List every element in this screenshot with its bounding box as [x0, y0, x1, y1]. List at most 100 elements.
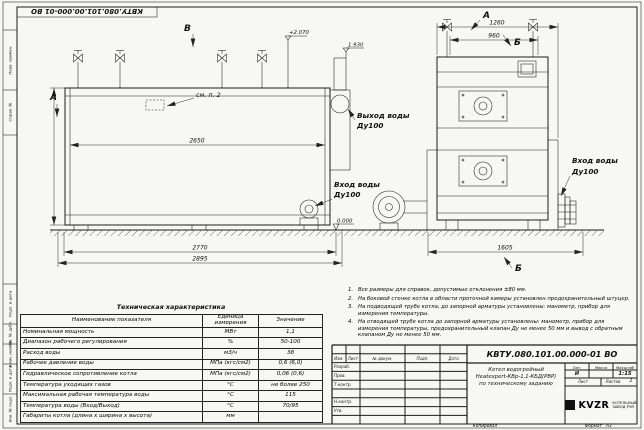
col-header-podp: Подп.: [416, 356, 429, 361]
note-number: 2.: [348, 295, 354, 302]
lit-label: Лит.: [572, 364, 582, 370]
note-item: 4. На отводящей трубе котла до запорной а…: [348, 319, 636, 339]
strip-label: Инв. № дубл.: [8, 321, 13, 348]
safety-fitting-region: [145, 99, 165, 111]
elevation-marks: [284, 35, 364, 231]
row-label-nkontr: Н.контр.: [334, 399, 353, 405]
burner-flange: [372, 190, 406, 231]
strip-label: Подп. и дата: [8, 365, 13, 392]
water-inlet-dn: Ду100: [333, 190, 361, 199]
water-inlet2-label: Вход воды: [572, 156, 618, 165]
product-line1: Котел водогрейный: [488, 367, 544, 373]
spec-header: Единица измерения: [202, 314, 259, 328]
control-box: [517, 60, 537, 78]
note-text: Все размеры для справок, допустимые откл…: [358, 287, 527, 293]
view-marker-b-right-top: Б: [514, 38, 521, 48]
masshtab-value: 1:15: [618, 370, 632, 377]
dimensions-side-view: [50, 87, 343, 267]
lit-value: И: [574, 370, 580, 377]
col-header-list: Лист: [347, 356, 359, 361]
notes-block: 1.Все размеры для справок, допустимые от…: [348, 287, 636, 341]
valve-icon: [73, 50, 83, 89]
note-number: 3.: [348, 304, 354, 310]
stamp-doc-number: КВТУ.080.101.00.000-01 ВО: [31, 7, 143, 15]
spec-header: Наименование показателя: [20, 314, 203, 328]
dimensions-rear-view: [427, 23, 584, 256]
left-strip-labels: Перв. примен. Справ. № Подп. и дата Инв.…: [8, 45, 13, 422]
note-item: 2. На боковой стенке котла в области прот…: [348, 296, 636, 303]
spec-header: Значение: [258, 314, 323, 328]
elevation-zero: 0.000: [337, 219, 353, 225]
elevation-top: +2.070: [289, 30, 310, 36]
dim-2770: 2770: [192, 245, 207, 252]
note-text: На боковой стенке котла в области проточ…: [358, 295, 630, 302]
spec-row: Диапазон рабочего регулирования%50-100: [20, 337, 323, 349]
strip-label: Перв. примен.: [8, 45, 13, 74]
col-header-data: Дата: [448, 356, 459, 361]
strip-label: Инв. № подл.: [8, 396, 13, 423]
kopiroval-label: Копировал: [472, 424, 498, 430]
elevation-mid: 1.930: [348, 43, 364, 49]
valve-icon: [528, 19, 538, 58]
strip-label: Подп. и дата: [8, 290, 13, 317]
product-line3: по техническому заданию: [479, 381, 553, 388]
water-outlet-dn: Ду100: [356, 121, 384, 130]
valve-icon: [257, 50, 267, 89]
boiler-rear-view: [403, 19, 577, 231]
spec-header-row: Наименование показателя Единица измерени…: [20, 314, 323, 328]
company-name-line2: ЗАВОД РЭП: [612, 405, 635, 409]
valve-icon: [115, 50, 125, 89]
dim-960: 960: [488, 33, 500, 40]
upper-door: [458, 90, 508, 122]
stack: [333, 57, 347, 91]
product-line2: Heatexpert-КВр-1,1-КБД(РВР): [475, 374, 557, 381]
see-note-callout: см. п. 2: [196, 91, 221, 99]
water-inlet-flange: [299, 199, 319, 219]
kvzr-logo-text: KVZR: [578, 399, 610, 411]
note-text: На отводящей трубе котла до запорной арм…: [358, 319, 623, 338]
list-label: Лист: [577, 379, 589, 385]
boiler-side-view: [64, 40, 351, 231]
masshtab-label: Масштаб: [615, 364, 635, 370]
product-name: Котел водогрейный Heatexpert-КВр-1,1-КБД…: [468, 367, 564, 389]
valve-icon: [217, 50, 227, 89]
note-item: 3. На подводящей трубе котла, до запорной…: [348, 304, 636, 317]
massa-label: Масса: [594, 364, 608, 370]
format-value: А3: [606, 424, 612, 430]
water-inlet2-dn: Ду100: [571, 167, 599, 176]
note-number: 4.: [348, 319, 354, 325]
ground-line: [50, 229, 604, 236]
row-label-utv: Утв.: [334, 408, 343, 413]
dim-1260: 1260: [489, 20, 504, 27]
spec-row: Габариты котла (длина х ширина х высота)…: [20, 411, 323, 424]
title-block-grid: [331, 344, 637, 424]
view-marker-b-top: В: [184, 24, 191, 34]
note-text: На подводящей трубе котла, до запорной а…: [358, 304, 611, 317]
view-marker-a-left: А: [49, 93, 57, 103]
spec-table: Наименование показателя Единица измерени…: [20, 314, 323, 424]
company-name-line1: КОТЕЛЬНЫЙ: [612, 400, 637, 405]
spec-table-title: Техническая характеристика: [116, 303, 226, 311]
strip-label: Взам. инв. №: [8, 341, 13, 367]
water-outlet-label: Выход воды: [357, 111, 410, 120]
row-label-prov: Пров.: [334, 372, 346, 378]
flue-duct: [329, 89, 351, 171]
water-inlet-label: Вход воды: [334, 180, 380, 189]
water-outlet-flange: [330, 94, 350, 114]
dim-1605: 1605: [497, 245, 512, 252]
company-logo-block: KVZR КОТЕЛЬНЫЙ ЗАВОД РЭП: [565, 388, 637, 422]
inlet-flange-assembly: [557, 193, 577, 228]
listov-label: Листов: [605, 379, 621, 385]
row-label-tkontr: Т.контр.: [334, 381, 352, 387]
col-header-ndokum: № докум.: [372, 356, 393, 361]
